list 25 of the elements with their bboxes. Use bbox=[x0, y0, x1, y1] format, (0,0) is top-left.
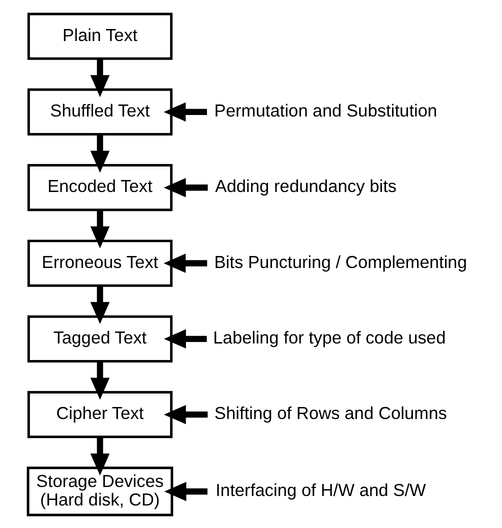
arrow bbox=[164, 102, 207, 122]
arrow bbox=[164, 253, 208, 272]
node-box: Erroneous Text bbox=[27, 239, 173, 286]
arrow bbox=[164, 328, 207, 348]
arrow bbox=[164, 177, 208, 197]
arrow bbox=[90, 134, 110, 172]
node-box: Storage Devices (Hard disk, CD) bbox=[26, 466, 174, 516]
node-text: Labeling for type of code used bbox=[213, 327, 446, 348]
node-text: Bits Puncturing / Complementing bbox=[214, 251, 468, 272]
arrow bbox=[164, 481, 208, 501]
arrow bbox=[90, 285, 110, 324]
arrow bbox=[90, 58, 110, 97]
node-box: Tagged Text bbox=[27, 314, 173, 362]
node-text: Permutation and Substitution bbox=[214, 100, 438, 120]
node-box: Plain Text bbox=[27, 12, 173, 60]
node-text: Adding redundancy bits bbox=[215, 176, 397, 196]
node-text: Shifting of Rows and Columns bbox=[214, 402, 447, 423]
arrow bbox=[90, 360, 110, 400]
arrow bbox=[90, 210, 110, 248]
arrow bbox=[90, 436, 110, 475]
arrow bbox=[164, 404, 208, 424]
node-box: Encoded Text bbox=[27, 164, 173, 211]
node-text: Interfacing of H/W and S/W bbox=[216, 480, 426, 500]
node-box: Cipher Text bbox=[27, 390, 173, 438]
node-box: Shuffled Text bbox=[27, 88, 173, 136]
